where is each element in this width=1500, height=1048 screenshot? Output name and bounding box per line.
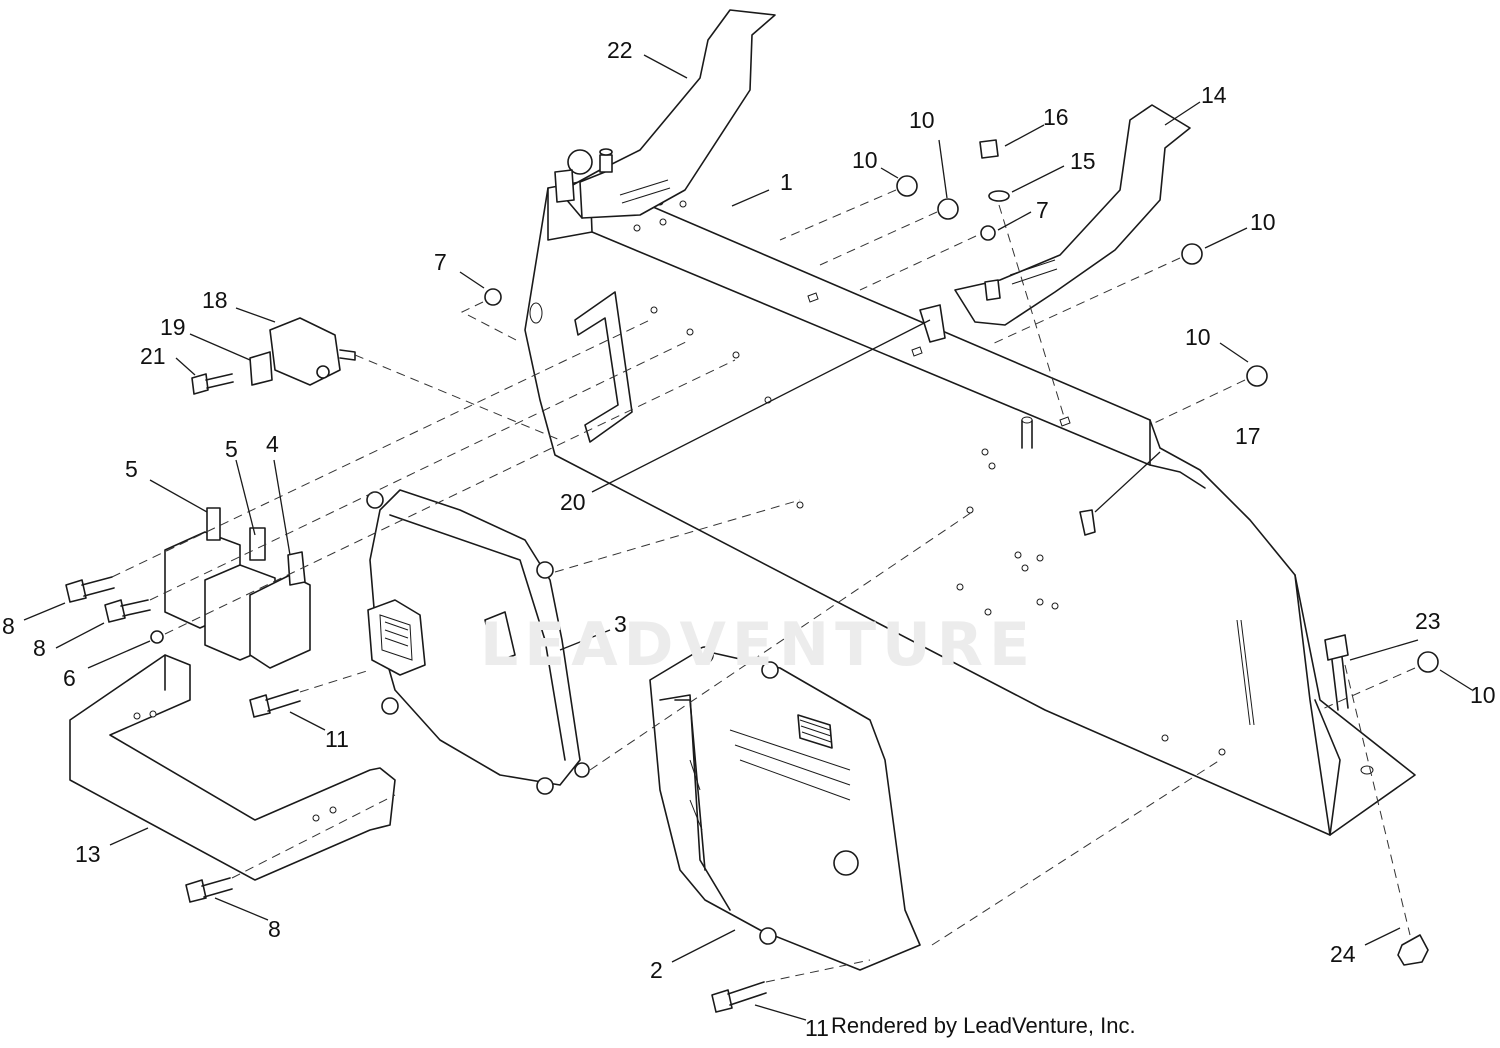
assembly-lines: [111, 189, 1416, 983]
callout-18: 18: [202, 287, 228, 313]
callout-4: 4: [266, 431, 279, 457]
part-18-switch: [249, 317, 356, 386]
callout-5-right: 5: [225, 436, 238, 462]
part-22-bracket: [554, 9, 776, 219]
callout-8-mid: 8: [33, 635, 46, 661]
callout-19: 19: [160, 314, 186, 340]
callout-10-d: 10: [1185, 324, 1211, 350]
watermark-logo: LEADVENTURE: [480, 610, 1036, 680]
callout-10-a: 10: [852, 147, 878, 173]
callout-14: 14: [1201, 82, 1227, 108]
callout-17: 17: [1235, 423, 1261, 449]
fasteners: [65, 139, 1439, 1013]
callout-1: 1: [780, 169, 793, 195]
part-2-ecu: [649, 646, 921, 971]
callout-6: 6: [63, 665, 76, 691]
callout-2: 2: [650, 957, 663, 983]
callout-5-left: 5: [125, 456, 138, 482]
callout-20: 20: [560, 489, 586, 515]
callout-8-bottom: 8: [268, 916, 281, 942]
callout-labels: 1 2 3 4 5 5 6 7 7 8 8 8 10 10 10 10 10 1…: [2, 37, 1496, 1041]
callout-13: 13: [75, 841, 101, 867]
render-credit: Rendered by LeadVenture, Inc.: [831, 1013, 1136, 1038]
callout-10-b: 10: [909, 107, 935, 133]
callout-16: 16: [1043, 104, 1069, 130]
part-3-controller: [366, 489, 590, 795]
callout-10-c: 10: [1250, 209, 1276, 235]
callout-7-right: 7: [1036, 197, 1049, 223]
part-4-5-relays: [164, 507, 311, 669]
callout-15: 15: [1070, 148, 1096, 174]
callout-21: 21: [140, 343, 166, 369]
part-14-bracket: [919, 104, 1191, 343]
callout-10-e: 10: [1470, 682, 1496, 708]
callout-22: 22: [607, 37, 633, 63]
callout-8-top: 8: [2, 613, 15, 639]
callout-23: 23: [1415, 608, 1441, 634]
part-13-bracket: [69, 654, 396, 881]
callout-24: 24: [1330, 941, 1356, 967]
callout-3: 3: [614, 611, 627, 637]
callout-7-left: 7: [434, 249, 447, 275]
callout-11-a: 11: [325, 726, 349, 752]
leader-lines: [23, 54, 1473, 1021]
callout-11-b: 11: [805, 1015, 829, 1041]
